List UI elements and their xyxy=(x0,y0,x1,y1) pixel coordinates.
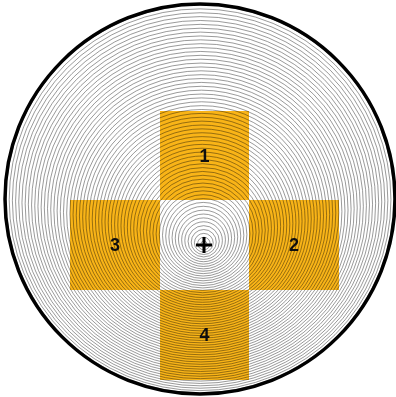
growth-ring xyxy=(198,237,211,250)
growth-ring xyxy=(19,20,382,383)
plus-sign xyxy=(196,244,212,247)
callout-number: 2 xyxy=(289,236,299,254)
bark-outline xyxy=(5,4,395,394)
callout-number: 1 xyxy=(199,147,209,165)
growth-ring xyxy=(162,195,243,276)
callout-number: 4 xyxy=(199,326,209,344)
growth-ring xyxy=(182,218,226,262)
growth-ring xyxy=(156,187,250,281)
growth-ring xyxy=(6,5,394,393)
growth-ring xyxy=(185,222,223,260)
callout-number: 3 xyxy=(110,236,120,254)
sample-square: 2 xyxy=(249,200,339,290)
growth-ring xyxy=(166,199,241,274)
growth-ring xyxy=(9,9,391,391)
growth-ring xyxy=(12,13,387,388)
sample-square: 3 xyxy=(70,200,160,290)
growth-rings xyxy=(6,5,394,393)
growth-ring xyxy=(201,241,207,247)
growth-ring xyxy=(178,214,228,264)
growth-ring xyxy=(159,191,247,279)
growth-ring xyxy=(194,233,213,252)
growth-ring xyxy=(25,28,375,378)
growth-ring xyxy=(191,230,216,255)
growth-ring xyxy=(172,206,235,269)
growth-ring xyxy=(188,226,219,257)
growth-ring xyxy=(169,202,238,271)
trunk-ground xyxy=(6,5,394,393)
growth-ring xyxy=(175,210,231,266)
plus-sign xyxy=(203,237,206,253)
sample-square: 1 xyxy=(160,111,249,200)
growth-ring xyxy=(16,17,385,386)
sample-square: 4 xyxy=(160,290,249,380)
growth-ring xyxy=(22,24,379,381)
